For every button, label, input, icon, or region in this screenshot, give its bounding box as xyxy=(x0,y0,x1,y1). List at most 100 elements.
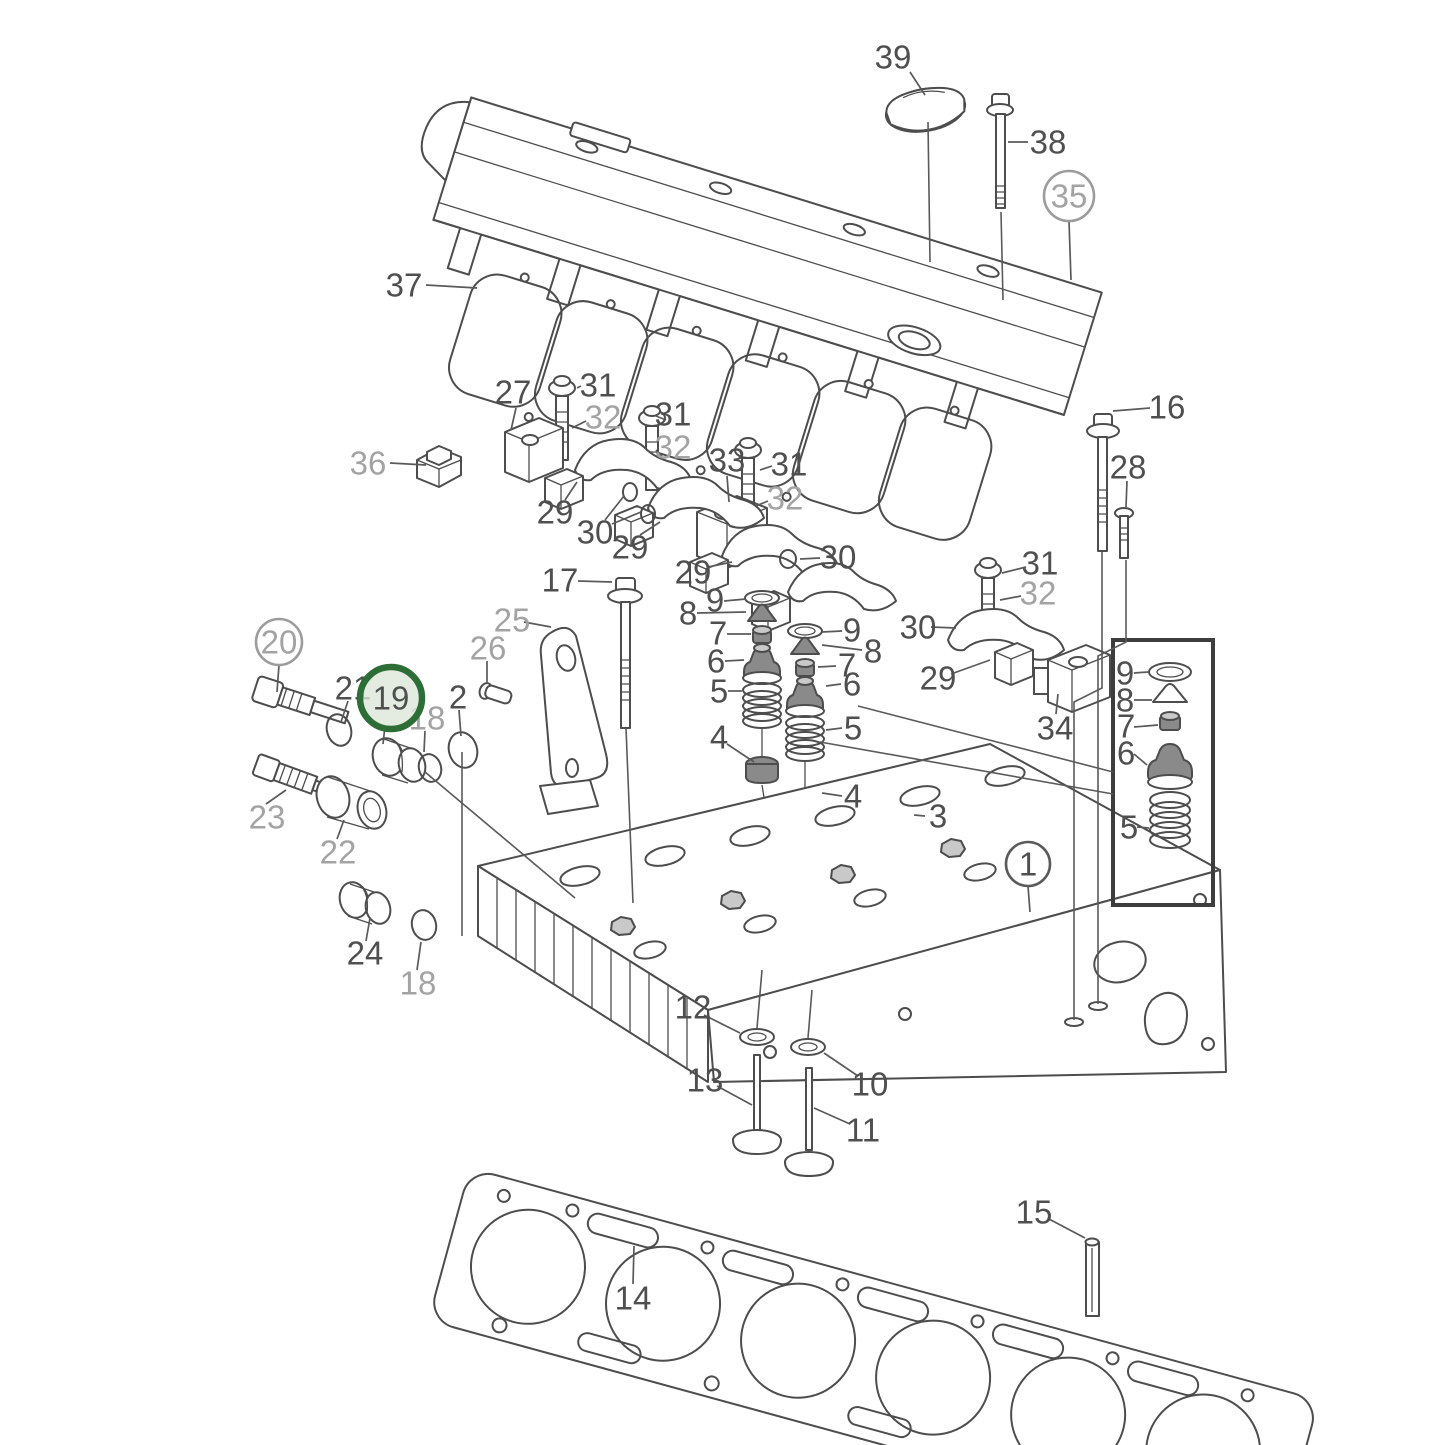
clips-30-drawing xyxy=(622,482,797,569)
leader-line xyxy=(1048,1218,1086,1239)
callout-29-13: 29 xyxy=(537,481,578,531)
callout-7-21: 7 xyxy=(709,615,751,652)
leader-line xyxy=(817,665,837,668)
leader-line xyxy=(336,819,345,840)
dowel-pin-drawing xyxy=(1084,1237,1100,1317)
leader-line xyxy=(416,941,422,971)
cup-plug-2-drawing xyxy=(447,731,479,769)
callout-number: 4 xyxy=(844,778,862,815)
callout-31-34: 31 xyxy=(1001,545,1059,582)
leader-line xyxy=(576,385,582,389)
leader-line xyxy=(1001,566,1027,574)
leader-line xyxy=(1133,671,1149,674)
callout-8-40: 8 xyxy=(1116,682,1152,719)
leader-line xyxy=(950,659,991,675)
plug-24-drawing xyxy=(338,881,392,925)
callout-number: 31 xyxy=(1022,545,1059,582)
leader-line xyxy=(1112,407,1151,412)
callout-number: 16 xyxy=(1149,389,1186,426)
pin-26-drawing xyxy=(478,682,513,705)
callout-number: 6 xyxy=(843,666,861,703)
callout-1-44: 1 xyxy=(1004,840,1052,913)
callout-number: 7 xyxy=(838,647,856,684)
leader-line xyxy=(655,449,663,457)
bracket-25-drawing xyxy=(539,626,609,815)
callout-number: 14 xyxy=(615,1280,652,1317)
leader-line xyxy=(813,1107,851,1125)
callout-34-38: 34 xyxy=(1037,693,1073,747)
callout-number: 32 xyxy=(767,480,804,517)
callout-9-25: 9 xyxy=(821,612,861,649)
callout-9-39: 9 xyxy=(1116,655,1149,692)
leader-line xyxy=(825,683,842,687)
callout-number: 23 xyxy=(249,799,286,836)
callout-8-20: 8 xyxy=(679,595,747,632)
callout-number: 1 xyxy=(1019,846,1037,883)
callout-number: 29 xyxy=(920,660,957,697)
diagram-artwork xyxy=(251,86,1314,1445)
callout-number: 26 xyxy=(470,630,507,667)
leader-line xyxy=(639,521,661,536)
stud-28-drawing xyxy=(1114,507,1134,559)
sensor-20-drawing xyxy=(251,675,350,725)
callout-30-14: 30 xyxy=(577,495,642,551)
callout-number: 10 xyxy=(852,1066,889,1103)
callout-number: 31 xyxy=(771,446,808,483)
callout-circle xyxy=(1004,840,1052,888)
callout-28-33: 28 xyxy=(1110,449,1147,508)
inset-box xyxy=(1111,638,1215,907)
leader-line xyxy=(564,481,578,501)
leader-line xyxy=(340,700,349,723)
callout-number: 4 xyxy=(710,719,728,756)
connector-line-7 xyxy=(424,771,576,899)
callout-number: 11 xyxy=(846,1112,880,1149)
leader-line xyxy=(823,1052,859,1077)
connector-line-9 xyxy=(756,969,763,1029)
leader-line xyxy=(632,1245,635,1285)
oil-cap-drawing xyxy=(884,86,967,133)
head-gasket-drawing xyxy=(433,1172,1314,1445)
callout-32-7: 32 xyxy=(571,399,621,436)
leader-line xyxy=(611,511,642,525)
blocks-29-drawing xyxy=(544,468,791,632)
callout-10-58: 10 xyxy=(823,1052,889,1103)
leader-line xyxy=(425,284,478,289)
leader-line xyxy=(1133,753,1148,766)
leader-line xyxy=(726,743,755,763)
callout-5-23: 5 xyxy=(710,673,742,710)
inset-parts-drawing xyxy=(1147,662,1193,849)
leader-line xyxy=(909,71,926,96)
callout-23-52: 23 xyxy=(249,789,287,836)
leader-line xyxy=(1055,693,1059,715)
pedestal-27-drawing xyxy=(504,417,564,483)
callout-4-24: 4 xyxy=(710,719,755,763)
callout-8-26: 8 xyxy=(821,633,882,670)
callout-19-48: 19 xyxy=(356,663,426,745)
connector-line-3 xyxy=(1073,552,1103,1020)
callout-33-10: 33 xyxy=(709,442,745,503)
callout-4-30: 4 xyxy=(821,778,862,815)
leader-line xyxy=(604,495,625,521)
callout-17-18: 17 xyxy=(542,562,613,599)
leader-line xyxy=(423,730,426,753)
leader-line xyxy=(523,621,552,628)
callout-number: 39 xyxy=(875,39,912,76)
connector-line-5 xyxy=(857,705,1114,773)
sleeve-19-drawing xyxy=(371,737,427,784)
leader-line xyxy=(389,462,427,466)
callout-number: 29 xyxy=(537,494,574,531)
callout-12-56: 12 xyxy=(675,989,741,1034)
callout-number: 13 xyxy=(687,1062,724,1099)
leader-line xyxy=(510,407,517,431)
callout-3-31: 3 xyxy=(913,798,947,835)
callout-number: 7 xyxy=(1117,708,1135,745)
callout-30-36: 30 xyxy=(900,609,957,646)
callout-number: 28 xyxy=(1110,449,1147,486)
callout-30-17: 30 xyxy=(799,539,856,576)
leader-line xyxy=(913,814,926,817)
leader-line xyxy=(1027,885,1031,913)
callout-number: 35 xyxy=(1051,178,1088,215)
